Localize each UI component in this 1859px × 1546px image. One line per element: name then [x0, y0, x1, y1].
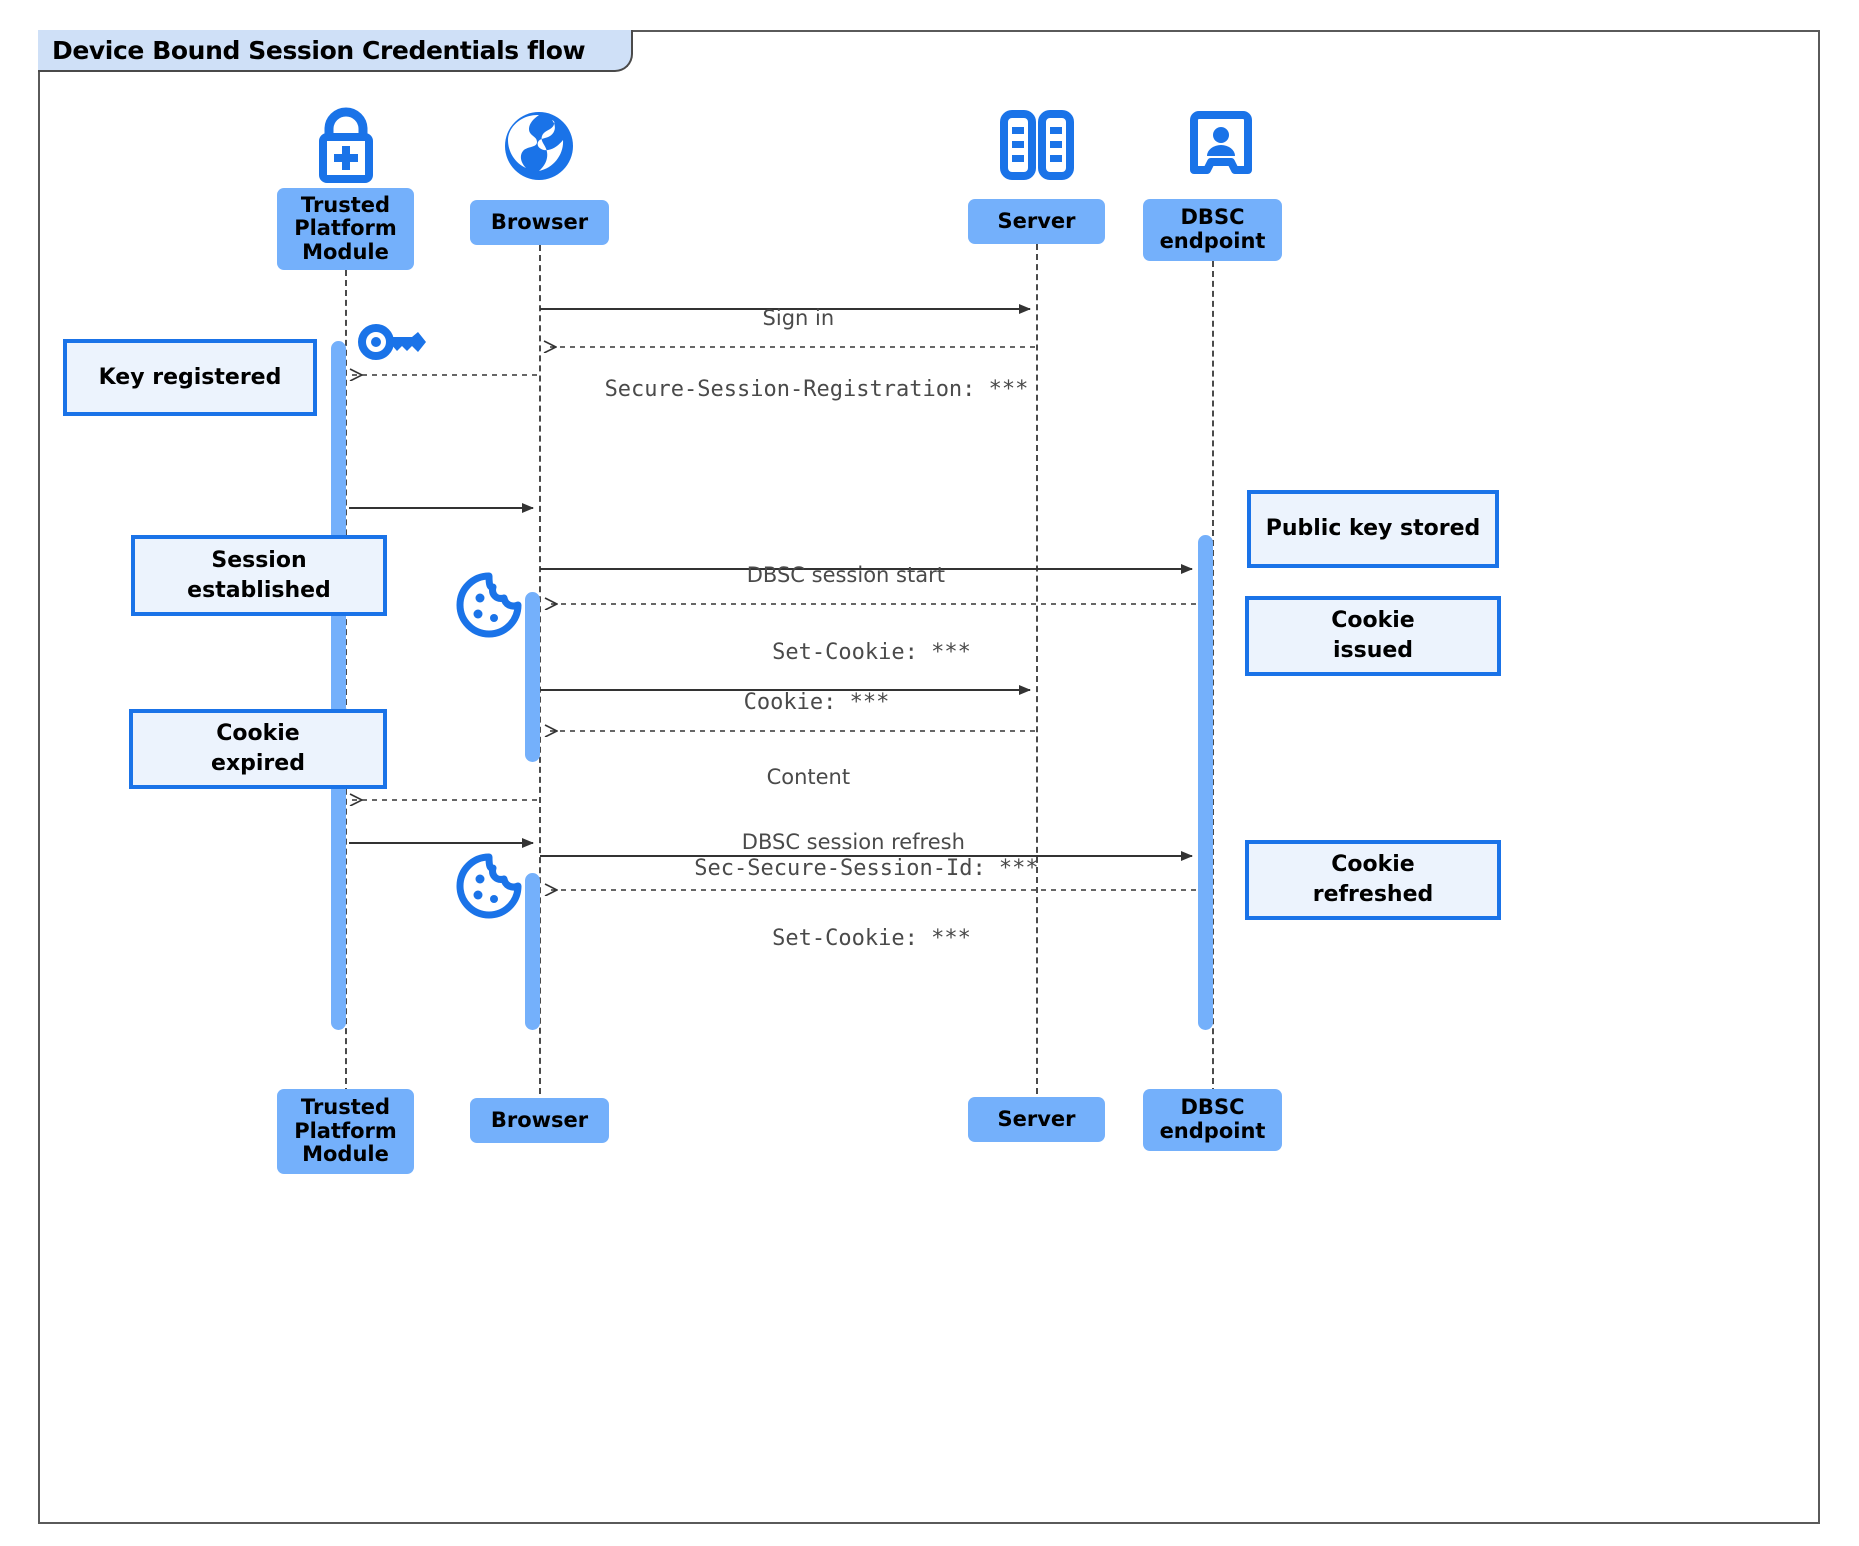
note-text-line: Cookie [1331, 608, 1415, 634]
participant-dbsc-bottom[interactable]: DBSC endpoint [1143, 1089, 1282, 1151]
participant-label-line: DBSC [1180, 1095, 1245, 1120]
lifeline-server [1036, 244, 1038, 1094]
note-cookie-expired: Cookie expired [129, 709, 387, 789]
participant-tpm-bottom[interactable]: Trusted Platform Module [277, 1089, 414, 1174]
note-text-line: refreshed [1312, 882, 1434, 907]
participant-label-line: Platform [294, 216, 397, 241]
participant-server-bottom[interactable]: Server [968, 1097, 1105, 1142]
participant-label-line: endpoint [1159, 1119, 1266, 1143]
lifeline-tpm [345, 270, 347, 1094]
key-icon [358, 324, 426, 360]
message-text: Cookie: *** [743, 689, 890, 715]
lifeline-browser [539, 245, 541, 1094]
note-text-line: issued [1332, 638, 1414, 663]
activation-browser-2 [525, 873, 540, 1030]
note-cookie-issued: Cookie issued [1245, 596, 1501, 676]
message-label-set-cookie-1: Set-Cookie: *** [550, 613, 1140, 693]
message-text: Sec-Secure-Session-Id: *** [694, 855, 1039, 881]
server-rack-icon [1000, 110, 1074, 180]
participant-tpm-top[interactable]: Trusted Platform Module [277, 188, 414, 270]
message-label-set-cookie-2: Set-Cookie: *** [550, 899, 1140, 979]
lifeline-dbsc [1212, 261, 1214, 1094]
message-label-sign-in: Sign in [640, 280, 930, 357]
participant-label-line: DBSC [1180, 205, 1245, 230]
participant-browser-top[interactable]: Browser [470, 200, 609, 245]
participant-label: Browser [490, 209, 589, 234]
participant-label-line: Module [302, 239, 389, 264]
participant-label-line: Trusted [300, 1095, 391, 1120]
activation-dbsc [1198, 535, 1213, 1030]
note-public-key-stored: Public key stored [1247, 490, 1499, 568]
participant-dbsc-top[interactable]: DBSC endpoint [1143, 199, 1282, 261]
message-text: Secure-Session-Registration: *** [604, 376, 1029, 402]
participant-label-line: endpoint [1159, 229, 1266, 253]
message-text: DBSC session refresh [741, 829, 965, 854]
note-text-line: established [187, 577, 331, 603]
participant-browser-bottom[interactable]: Browser [470, 1098, 609, 1143]
message-label-dbsc-session-refresh: DBSC session refresh [545, 804, 1135, 881]
lock-plus-icon [319, 107, 373, 183]
cookie-icon [456, 853, 522, 919]
note-text-line: Cookie [1331, 852, 1415, 878]
participant-label: Browser [490, 1107, 589, 1132]
message-label-content: Content [550, 739, 1040, 816]
participant-label-line: Platform [294, 1118, 397, 1143]
message-text: DBSC session start [746, 562, 945, 587]
activation-browser-1 [525, 592, 540, 762]
activation-tpm [331, 341, 346, 1030]
message-label-dbsc-session-start: DBSC session start [540, 537, 1125, 614]
message-text: Set-Cookie: *** [772, 639, 971, 665]
note-text-line: Session [211, 547, 307, 573]
message-text: Content [766, 764, 851, 789]
message-text: Set-Cookie: *** [772, 925, 971, 951]
globe-icon [505, 112, 573, 180]
message-label-sec-secure-session-id: Sec-Secure-Session-Id: *** [545, 829, 1135, 909]
note-text: Public key stored [1265, 516, 1481, 542]
participant-label: Server [997, 208, 1076, 233]
note-text-line: Cookie [216, 721, 300, 747]
participant-label-line: Trusted [300, 192, 391, 217]
page-title: Device Bound Session Credentials flow [52, 35, 586, 65]
cookie-icon [456, 572, 522, 638]
note-text: Key registered [98, 364, 282, 390]
note-cookie-refreshed: Cookie refreshed [1245, 840, 1501, 920]
id-badge-icon [1190, 111, 1252, 174]
frame-title-tab: Device Bound Session Credentials flow [38, 30, 634, 72]
message-label-cookie: Cookie: *** [545, 663, 1035, 743]
note-session-established: Session established [131, 535, 387, 616]
message-text: Sign in [762, 305, 835, 330]
participant-server-top[interactable]: Server [968, 199, 1105, 244]
note-text-line: expired [211, 751, 305, 776]
participant-label: Server [997, 1106, 1076, 1131]
note-key-registered: Key registered [63, 339, 317, 416]
participant-label-line: Module [302, 1142, 389, 1167]
message-label-secure-session-registration: Secure-Session-Registration: *** [545, 350, 1035, 430]
